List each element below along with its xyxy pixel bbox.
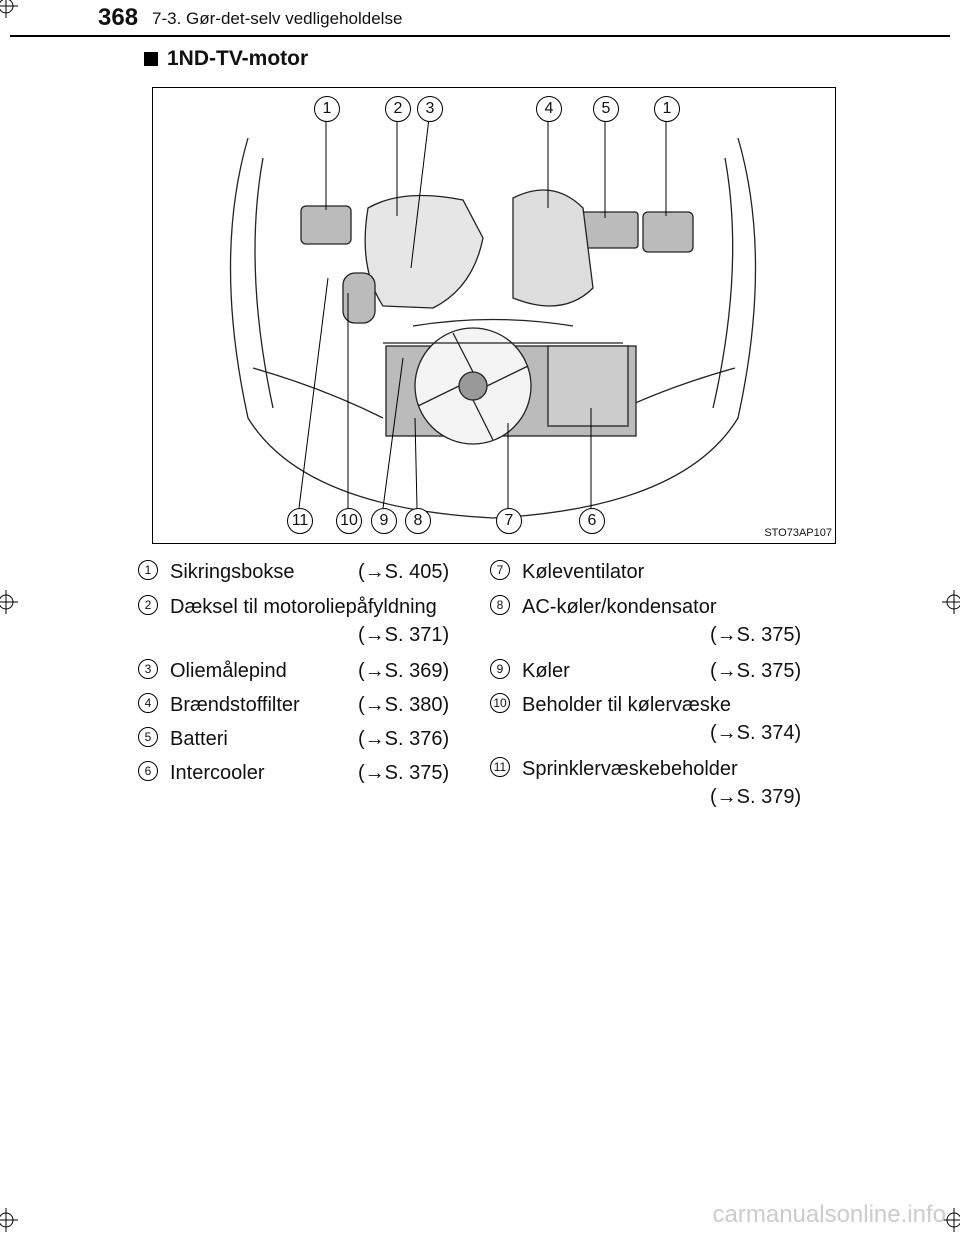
figure-callout: 9 [371, 508, 397, 534]
page-reference[interactable]: (→S. 375) [710, 660, 802, 682]
page-ref-text: S. 371 [384, 624, 443, 646]
figure-callout: 1 [314, 96, 340, 122]
legend-label: Intercooler [170, 762, 265, 784]
legend-number: 3 [138, 659, 158, 679]
page-reference[interactable]: (→S. 376) [358, 728, 450, 750]
legend-number: 9 [490, 659, 510, 679]
page-ref-text: S. 405 [384, 561, 443, 583]
engine-illustration [229, 117, 757, 519]
registration-mark-icon [942, 1208, 960, 1232]
legend-number: 7 [490, 560, 510, 580]
legend-label: Køleventilator [522, 561, 645, 583]
figure-callout: 8 [405, 508, 431, 534]
square-bullet-icon [144, 52, 158, 66]
legend-label: Beholder til kølervæske [522, 694, 731, 716]
legend-label: Batteri [170, 728, 228, 750]
legend-label: AC-køler/kondensator [522, 596, 717, 618]
page-reference[interactable]: (→S. 375) [710, 624, 802, 646]
legend-number: 2 [138, 595, 158, 615]
figure-callout: 6 [579, 508, 605, 534]
legend-number: 10 [490, 693, 510, 713]
figure-callout: 5 [593, 96, 619, 122]
legend-label: Sikringsbokse [170, 561, 295, 583]
page-number: 368 [98, 4, 139, 31]
page-ref-text: S. 375 [384, 762, 443, 784]
legend-number: 8 [490, 595, 510, 615]
registration-mark-icon [0, 1208, 18, 1232]
legend-number: 5 [138, 727, 158, 747]
page-reference[interactable]: (→S. 375) [358, 762, 450, 784]
figure-callout: 4 [536, 96, 562, 122]
page-reference[interactable]: (→S. 374) [710, 722, 802, 744]
watermark: carmanualsonline.info [712, 1201, 946, 1228]
legend-label: Køler [522, 660, 570, 682]
figure-callout: 2 [385, 96, 411, 122]
page-reference[interactable]: (→S. 379) [710, 786, 802, 808]
legend-number: 6 [138, 761, 158, 781]
figure-callout: 7 [496, 508, 522, 534]
legend-right: 7 Køleventilator 8 AC-køler/kondensator … [490, 560, 820, 820]
legend-number: 1 [138, 560, 158, 580]
figure-callout: 11 [287, 508, 313, 534]
page-ref-text: S. 375 [736, 624, 795, 646]
registration-mark-icon [0, 590, 18, 614]
legend-label: Sprinklervæskebeholder [522, 758, 738, 780]
page-ref-text: S. 379 [736, 786, 795, 808]
registration-mark-icon [942, 590, 960, 614]
legend-left: 1 Sikringsbokse (→S. 405) 2 Dæksel til m… [138, 560, 468, 800]
engine-figure: 1 2 3 4 5 1 11 10 9 8 7 6 STO73AP107 [152, 87, 836, 544]
figure-callout: 3 [417, 96, 443, 122]
section-heading: 1ND-TV-motor [144, 47, 308, 71]
page-reference[interactable]: (→S. 380) [358, 694, 450, 716]
legend-label: Dæksel til motoroliepåfyldning [170, 596, 437, 618]
page-ref-text: S. 376 [384, 728, 443, 750]
figure-code: STO73AP107 [764, 527, 832, 539]
section-title: 1ND-TV-motor [167, 47, 309, 70]
page-ref-text: S. 375 [736, 660, 795, 682]
page-ref-text: S. 380 [384, 694, 443, 716]
header-rule [10, 35, 950, 37]
legend-label: Brændstoffilter [170, 694, 300, 716]
page-ref-text: S. 369 [384, 660, 443, 682]
legend-number: 11 [490, 757, 510, 777]
page-reference[interactable]: (→S. 369) [358, 660, 450, 682]
figure-callout: 1 [654, 96, 680, 122]
page-reference[interactable]: (→S. 405) [358, 561, 450, 583]
registration-mark-icon [0, 0, 18, 18]
page-reference[interactable]: (→S. 371) [358, 624, 450, 646]
chapter-title: 7-3. Gør-det-selv vedligeholdelse [152, 9, 403, 28]
page-ref-text: S. 374 [736, 722, 795, 744]
figure-callout: 10 [336, 508, 362, 534]
legend-number: 4 [138, 693, 158, 713]
legend-label: Oliemålepind [170, 660, 287, 682]
